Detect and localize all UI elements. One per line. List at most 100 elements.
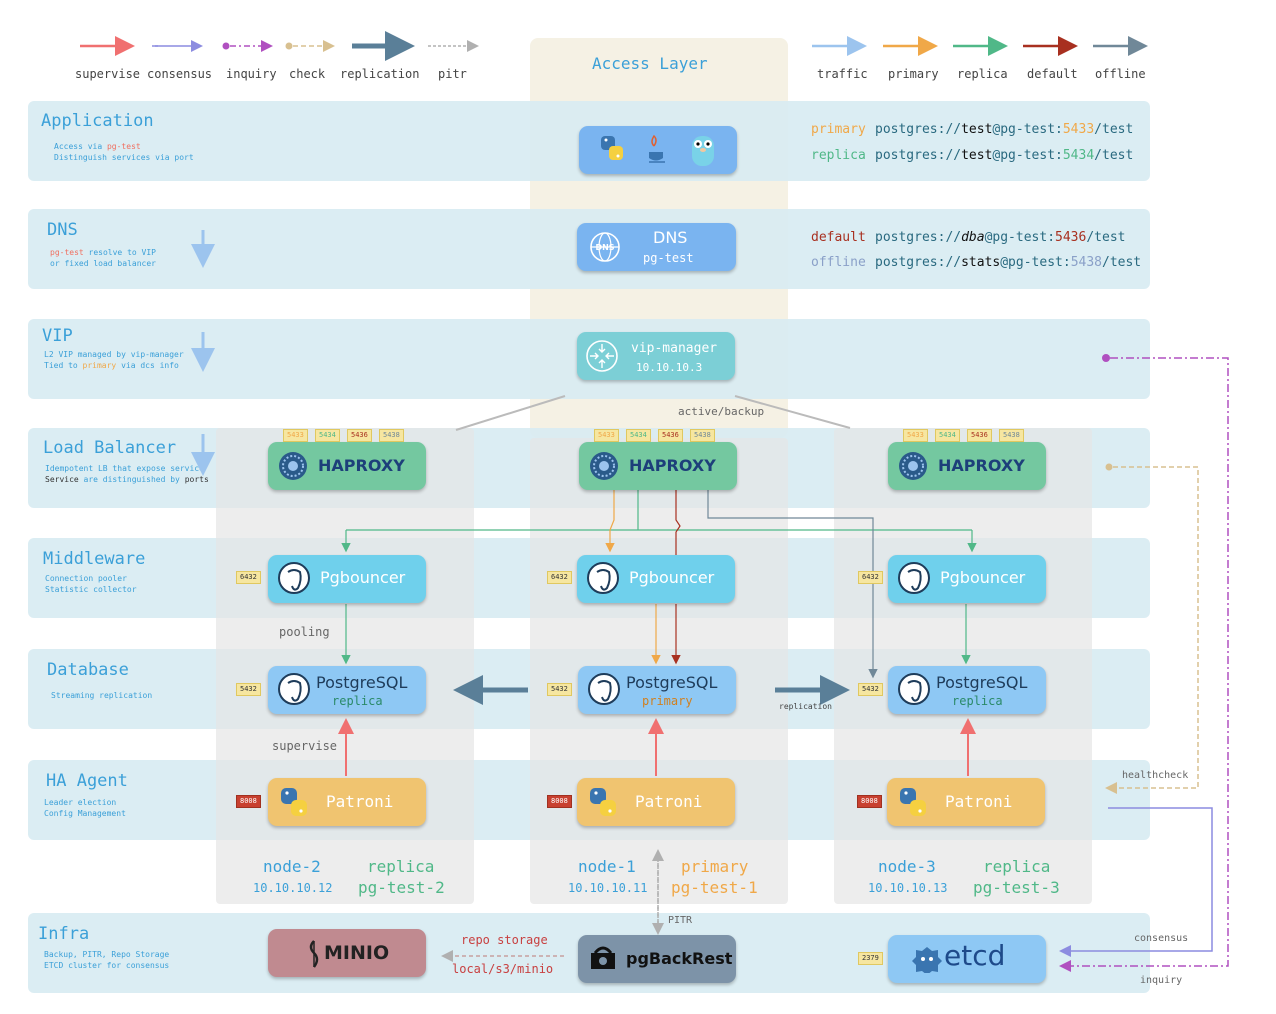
pgbouncer-port: 6432	[547, 571, 572, 584]
patroni-port: 8008	[236, 795, 261, 808]
patroni-node-2[interactable]: Patroni	[268, 778, 426, 826]
postgres-node-3[interactable]: PostgreSQL replica	[888, 666, 1046, 714]
ha-desc: Leader election Config Management	[44, 798, 126, 818]
patroni-node-1[interactable]: Patroni	[577, 778, 735, 826]
legend-pitr: pitr	[438, 67, 467, 81]
postgres-elephant-icon	[278, 673, 310, 705]
port-5433: 5433	[594, 429, 619, 442]
postgres-elephant-icon	[898, 562, 930, 594]
postgres-elephant-icon	[278, 562, 310, 594]
port-5434: 5434	[935, 429, 960, 442]
etcd-icon	[912, 947, 942, 973]
middleware-desc: Connection pooler Statistic collector	[45, 574, 137, 594]
postgres-node-2[interactable]: PostgreSQL replica	[268, 666, 426, 714]
patroni-port: 8008	[857, 795, 882, 808]
go-gopher-icon	[692, 136, 714, 166]
postgres-elephant-icon	[898, 673, 930, 705]
active-backup-label: active/backup	[678, 405, 765, 418]
legend-traffic: traffic	[817, 67, 868, 81]
consensus-label: consensus	[1134, 933, 1189, 944]
postgres-port: 5432	[547, 683, 572, 696]
legend-inquiry: inquiry	[226, 67, 277, 81]
port-5433: 5433	[903, 429, 928, 442]
port-5436: 5436	[967, 429, 992, 442]
python-icon	[900, 788, 926, 816]
haproxy-node-3[interactable]: HAPROXY	[888, 442, 1046, 490]
dns-box-sub: pg-test	[643, 251, 694, 265]
haproxy-node-2[interactable]: HAPROXY	[268, 442, 426, 490]
application-title: Application	[41, 111, 154, 131]
python-icon	[590, 788, 616, 816]
patroni-label: Patroni	[945, 792, 1013, 811]
vip-manager-title: vip-manager	[631, 341, 718, 356]
router-icon	[586, 340, 618, 372]
lb-desc: Idempotent LB that expose service Servic…	[45, 464, 209, 484]
legend-supervise: supervise	[75, 67, 141, 81]
pgbouncer-port: 6432	[858, 571, 883, 584]
port-5434: 5434	[626, 429, 651, 442]
legend-replica: replica	[957, 67, 1008, 81]
repo-storage-label: repo storage	[461, 933, 548, 947]
access-layer-title: Access Layer	[592, 54, 708, 73]
patroni-port: 8008	[547, 795, 572, 808]
etcd-box[interactable]: etcd	[888, 935, 1046, 983]
ha-title: HA Agent	[46, 771, 128, 791]
legend-primary: primary	[888, 67, 939, 81]
haproxy-label: HAPROXY	[629, 456, 716, 475]
postgres-label: PostgreSQL	[626, 673, 718, 692]
postgres-node-1[interactable]: PostgreSQL primary	[578, 666, 736, 714]
postgres-label: PostgreSQL	[316, 673, 408, 692]
node-1-instance: pg-test-1	[671, 878, 758, 897]
app-language-icons	[601, 134, 714, 166]
dns-box[interactable]: DNS DNS pg-test	[577, 223, 736, 271]
etcd-port: 2379	[858, 952, 883, 965]
postgres-label: PostgreSQL	[936, 673, 1028, 692]
healthcheck-label: healthcheck	[1122, 770, 1189, 781]
database-title: Database	[47, 660, 129, 680]
postgres-elephant-icon	[588, 673, 620, 705]
dns-title: DNS	[47, 220, 78, 240]
haproxy-label: HAPROXY	[318, 456, 405, 475]
patroni-label: Patroni	[635, 792, 703, 811]
python-icon	[281, 788, 307, 816]
supervise-label: supervise	[272, 739, 338, 753]
java-icon	[649, 134, 665, 163]
port-5434: 5434	[315, 429, 340, 442]
pgbouncer-node-3[interactable]: Pgbouncer	[888, 555, 1046, 603]
vip-desc: L2 VIP managed by vip-manager Tied to pr…	[44, 350, 184, 370]
port-5436: 5436	[347, 429, 372, 442]
patroni-node-3[interactable]: Patroni	[887, 778, 1045, 826]
vip-manager-box[interactable]: vip-manager 10.10.10.3	[577, 332, 735, 380]
lb-title: Load Balancer	[43, 438, 177, 458]
legend-check: check	[289, 67, 326, 81]
pgbouncer-node-1[interactable]: Pgbouncer	[577, 555, 735, 603]
database-desc: Streaming replication	[51, 691, 153, 700]
node-1-name: node-1	[578, 857, 636, 876]
minio-box[interactable]: MINIO	[268, 929, 426, 977]
pgbouncer-label: Pgbouncer	[320, 568, 406, 587]
haproxy-icon	[590, 452, 618, 480]
replication-label: replication	[779, 702, 832, 711]
middleware-title: Middleware	[43, 549, 146, 569]
vip-title: VIP	[42, 326, 73, 346]
haproxy-label: HAPROXY	[938, 456, 1025, 475]
node-2-name: node-2	[263, 857, 321, 876]
postgres-elephant-icon	[587, 562, 619, 594]
haproxy-icon	[899, 452, 927, 480]
application-box[interactable]	[579, 126, 737, 174]
legend-default: default	[1027, 67, 1078, 81]
postgres-role: replica	[332, 694, 383, 708]
haproxy-icon	[279, 452, 307, 480]
legend-offline: offline	[1095, 67, 1146, 81]
pgbackrest-icon	[591, 946, 615, 969]
pgbackrest-box[interactable]: pgBackRest	[578, 935, 736, 983]
postgres-role: primary	[642, 694, 693, 708]
node-3-ip: 10.10.10.13	[868, 881, 948, 895]
pgbouncer-node-2[interactable]: Pgbouncer	[268, 555, 426, 603]
haproxy-node-1[interactable]: HAPROXY	[579, 442, 737, 490]
